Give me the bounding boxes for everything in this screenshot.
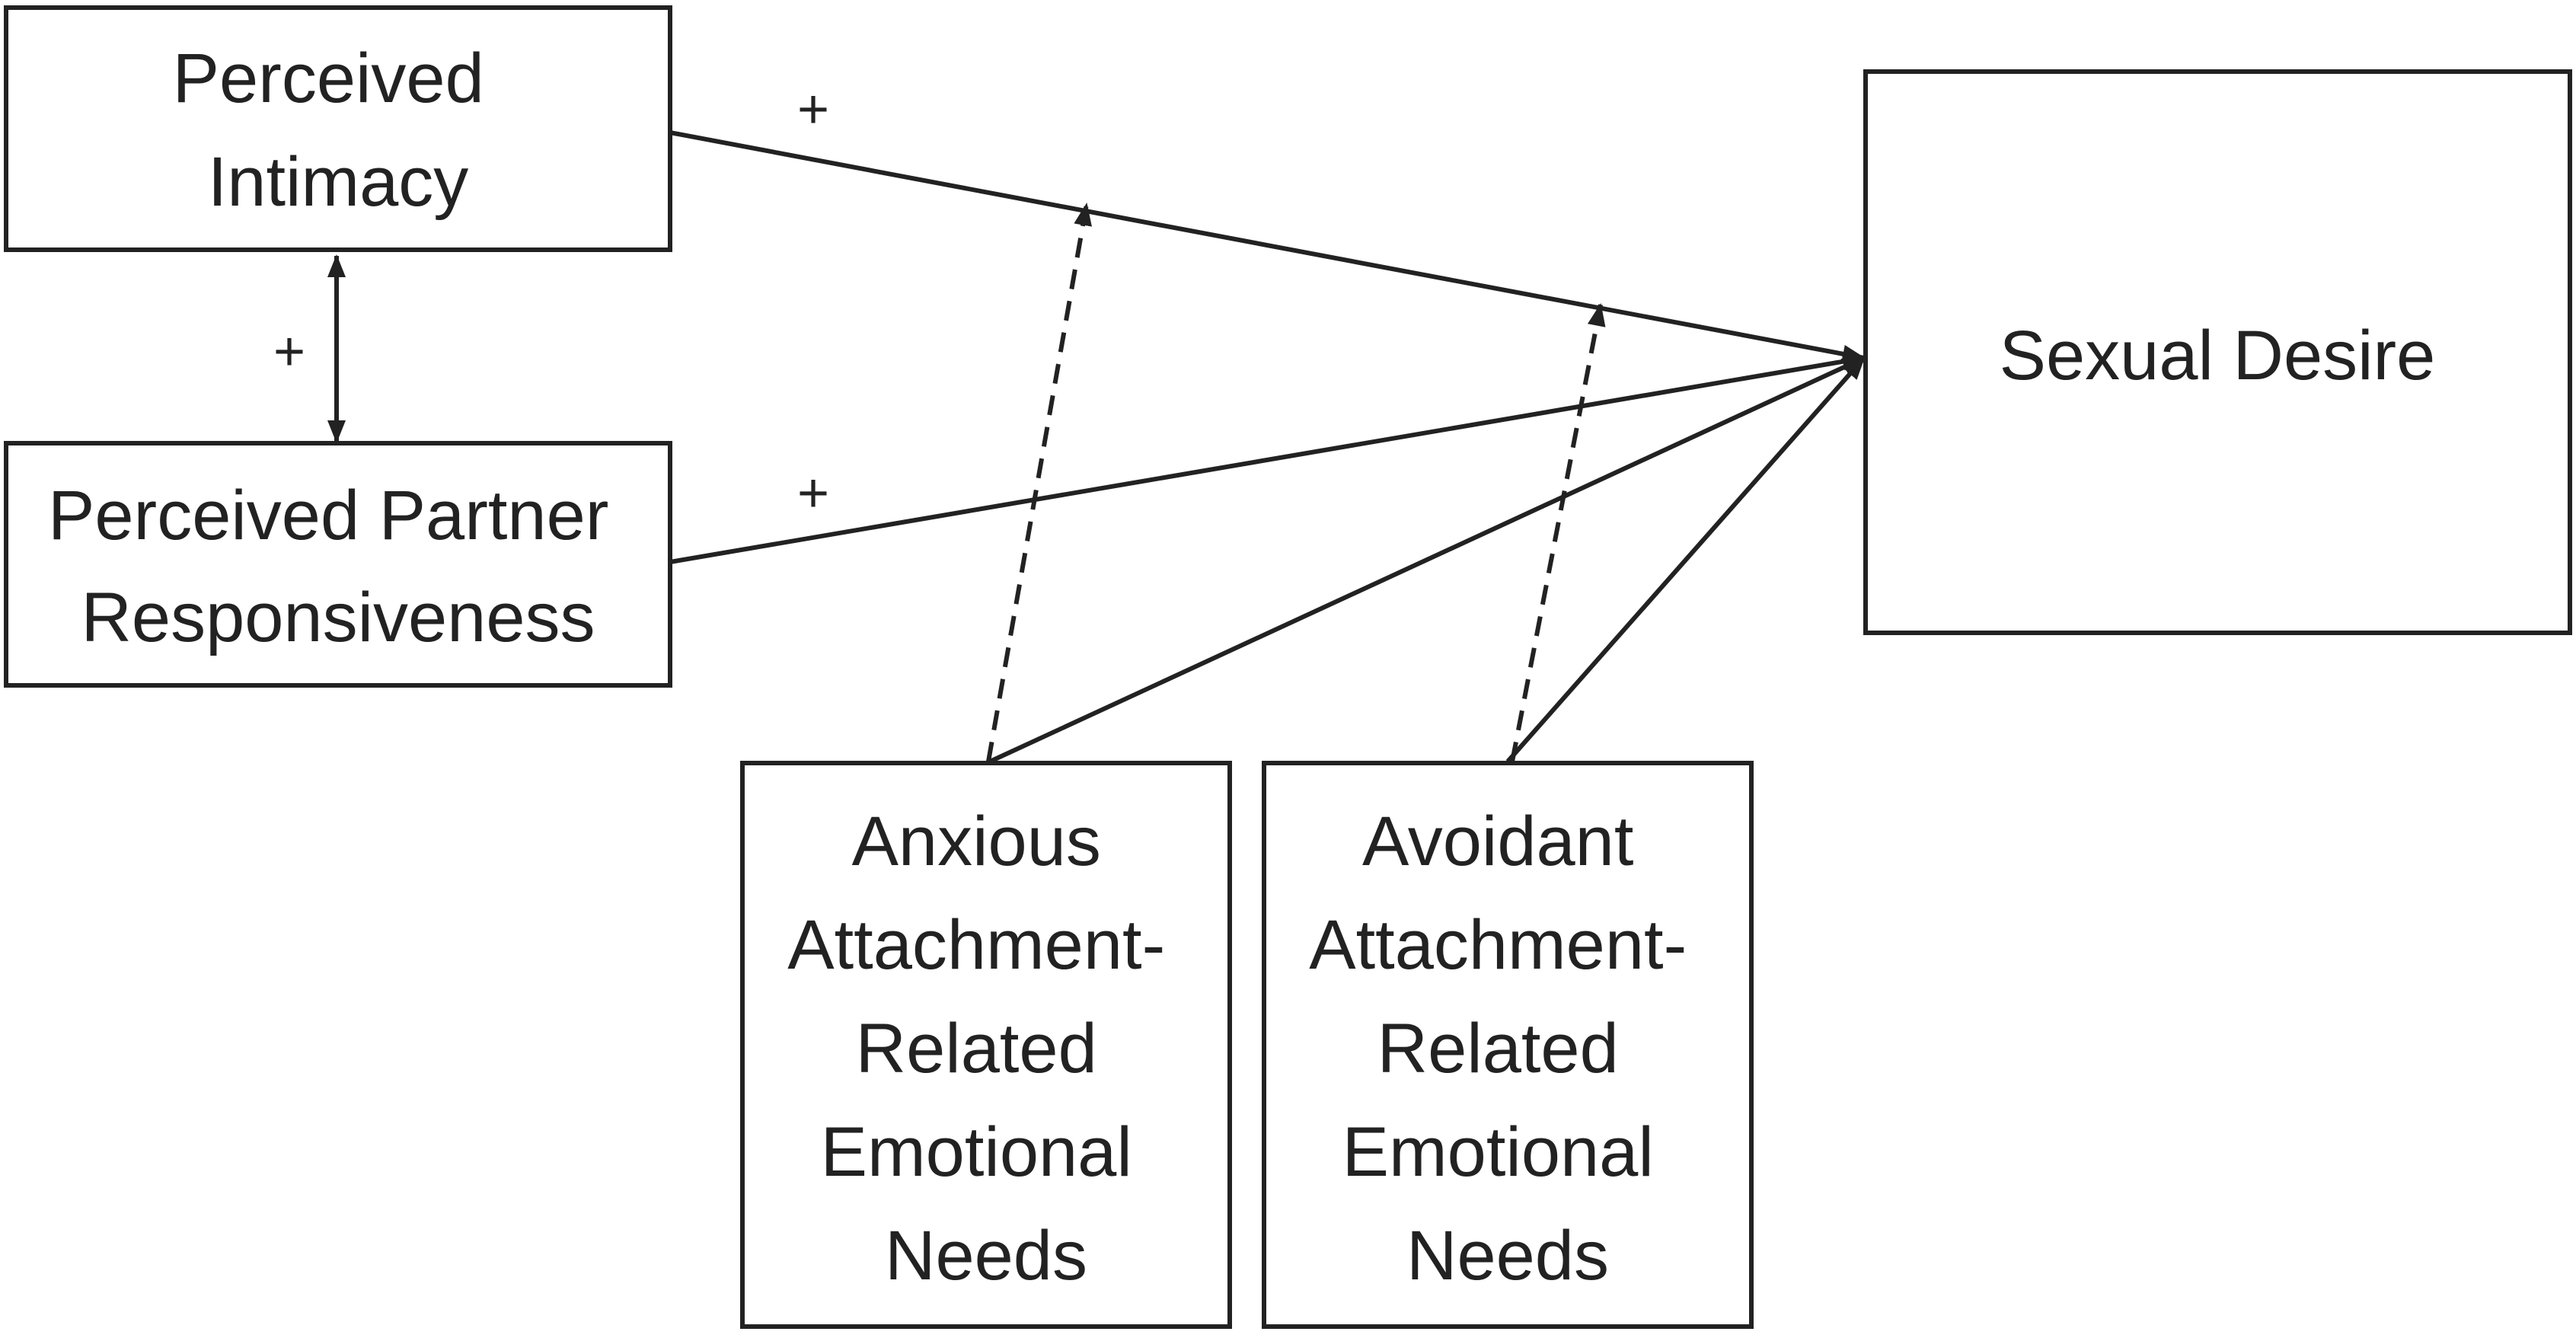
correlation-sign: +	[273, 321, 305, 382]
perceived-intimacy-label-line2: Intimacy	[208, 143, 469, 221]
anxious-label-line2: Attachment-	[787, 906, 1165, 984]
anxious-label-line3: Related	[856, 1010, 1097, 1087]
responsiveness-label-line1: Perceived Partner	[48, 477, 608, 554]
avoidant-moderation-path	[1510, 303, 1606, 762]
responsiveness-to-desire-path	[669, 352, 1866, 564]
perceived-intimacy-box: Perceived Intimacy	[4, 5, 672, 252]
intimacy-to-desire-sign: +	[797, 79, 829, 140]
anxious-to-desire-path	[988, 356, 1866, 764]
perceived-intimacy-label-line1: Perceived	[173, 40, 484, 117]
sexual-desire-box: Sexual Desire	[1863, 69, 2572, 635]
sexual-desire-label: Sexual Desire	[2000, 317, 2436, 394]
anxious-label-line5: Needs	[885, 1217, 1087, 1295]
avoidant-label-line2: Attachment-	[1309, 906, 1687, 984]
responsiveness-to-desire-sign: +	[797, 463, 829, 524]
svg-text:Perceived Intimacy: Perceived Intimacy	[173, 40, 504, 221]
avoidant-label-line1: Avoidant	[1362, 803, 1633, 880]
intimacy-to-desire-path	[669, 130, 1866, 363]
svg-text:Perceived Partner Respon: Perceived Partner Responsiveness	[48, 477, 628, 656]
anxious-label-line1: Anxious	[852, 803, 1101, 880]
svg-text:Anxious Attachment-: Anxious Attachment- Related Emotional Ne…	[787, 803, 1185, 1295]
avoidant-label-line3: Related	[1377, 1010, 1619, 1087]
avoidant-label-line4: Emotional	[1342, 1113, 1654, 1191]
anxious-moderation-path	[986, 203, 1092, 762]
svg-text:Sexual Desire: Sexual Desire	[2000, 317, 2436, 394]
avoidant-label-line5: Needs	[1406, 1217, 1609, 1295]
responsiveness-label-line2: Responsiveness	[81, 579, 595, 656]
perceived-partner-responsiveness-box: Perceived Partner Responsiveness	[4, 441, 672, 688]
avoidant-to-desire-path	[1505, 356, 1866, 763]
svg-text:Avoidant Attachment-: Avoidant Attachment- Related Emotional N…	[1309, 803, 1706, 1295]
avoidant-needs-box: Avoidant Attachment- Related Emotional N…	[1262, 761, 1754, 1329]
anxious-needs-box: Anxious Attachment- Related Emotional Ne…	[740, 761, 1232, 1329]
anxious-label-line4: Emotional	[821, 1113, 1132, 1191]
